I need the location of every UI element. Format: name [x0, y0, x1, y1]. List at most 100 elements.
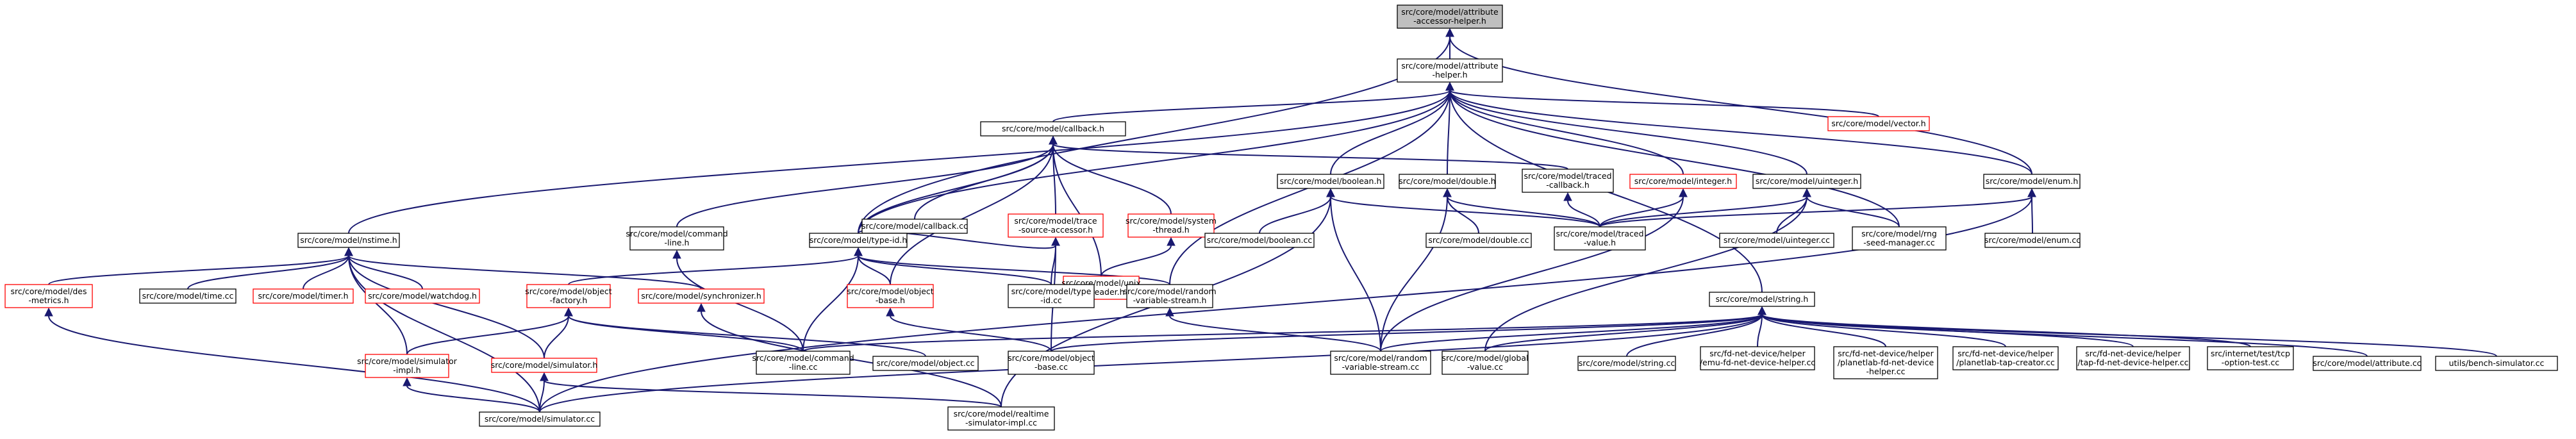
node-box[interactable]: [365, 288, 480, 304]
node-box[interactable]: [526, 284, 611, 308]
node-box[interactable]: [1204, 233, 1315, 248]
node-box[interactable]: [365, 354, 449, 378]
graph-node[interactable]: src/core/model/object.cc: [872, 356, 979, 371]
graph-node[interactable]: src/core/model/attribute-helper.h: [1397, 58, 1503, 83]
node-box[interactable]: [847, 284, 934, 308]
graph-node[interactable]: src/fd-net-device/helper/planetlab-tap-c…: [1952, 346, 2059, 370]
node-box[interactable]: [861, 219, 968, 234]
node-box[interactable]: [1700, 346, 1815, 370]
node-box[interactable]: [1833, 346, 1938, 379]
graph-node[interactable]: src/core/model/synchronizer.h: [638, 288, 765, 304]
graph-node[interactable]: src/core/model/realtime-simulator-impl.c…: [947, 406, 1055, 431]
node-box[interactable]: [638, 288, 765, 304]
graph-node[interactable]: src/core/model/des-metrics.h: [4, 284, 93, 308]
graph-node[interactable]: src/core/model/system-thread.h: [1126, 213, 1217, 238]
graph-node[interactable]: src/core/model/double.cc: [1425, 233, 1532, 248]
node-box[interactable]: [1983, 174, 2081, 189]
graph-node[interactable]: src/fd-net-device/helper/emu-fd-net-devi…: [1700, 346, 1815, 370]
graph-node[interactable]: src/core/model/boolean.h: [1277, 174, 1384, 189]
node-box[interactable]: [139, 288, 237, 304]
graph-node[interactable]: src/core/model/string.h: [1709, 292, 1815, 307]
node-box[interactable]: [1425, 233, 1532, 248]
graph-node[interactable]: src/core/model/timer.h: [253, 288, 354, 304]
graph-node[interactable]: src/core/model/simulator.cc: [479, 411, 601, 427]
graph-node[interactable]: src/core/model/random-variable-stream.cc: [1330, 351, 1431, 375]
node-box[interactable]: [1008, 284, 1095, 308]
graph-node[interactable]: src/core/model/enum.cc: [1984, 233, 2081, 248]
graph-node[interactable]: src/core/model/object-base.cc: [1008, 351, 1095, 375]
graph-node[interactable]: src/core/model/callback.cc: [861, 219, 968, 234]
graph-node[interactable]: src/core/model/attribute-accessor-helper…: [1397, 4, 1503, 29]
node-box[interactable]: [1127, 213, 1215, 238]
node-box[interactable]: [2313, 356, 2422, 371]
graph-node[interactable]: src/core/model/object-factory.h: [525, 284, 612, 308]
graph-node[interactable]: src/core/model/type-id.h: [809, 233, 908, 248]
graph-node[interactable]: src/core/model/double.h: [1399, 174, 1496, 189]
graph-node[interactable]: src/core/model/vector.h: [1827, 116, 1930, 131]
graph-node[interactable]: src/core/model/uinteger.cc: [1719, 233, 1834, 248]
graph-node[interactable]: src/core/model/integer.h: [1629, 174, 1737, 189]
node-box[interactable]: [1522, 169, 1614, 193]
node-box[interactable]: [479, 411, 601, 427]
node-box[interactable]: [1277, 174, 1384, 189]
node-box[interactable]: [253, 288, 354, 304]
node-box[interactable]: [1008, 213, 1104, 238]
node-box[interactable]: [1397, 4, 1503, 29]
graph-node[interactable]: src/core/model/traced-callback.h: [1522, 169, 1614, 193]
graph-node[interactable]: src/core/model/trace-source-accessor.h: [1008, 213, 1104, 238]
node-box[interactable]: [1442, 351, 1529, 375]
edge-line: [1599, 196, 1807, 228]
node-box[interactable]: [491, 358, 597, 373]
node-box[interactable]: [2435, 356, 2558, 371]
node-box[interactable]: [629, 226, 724, 251]
node-box[interactable]: [1577, 356, 1676, 371]
graph-node[interactable]: src/fd-net-device/helper/planetlab-fd-ne…: [1833, 346, 1938, 379]
graph-node[interactable]: src/core/model/rng-seed-manager.cc: [1852, 226, 1947, 251]
node-box[interactable]: [4, 284, 93, 308]
graph-node[interactable]: src/core/model/boolean.cc: [1204, 233, 1315, 248]
graph-node[interactable]: src/core/model/command-line.h: [626, 226, 728, 251]
graph-node[interactable]: utils/bench-simulator.cc: [2435, 356, 2558, 371]
node-box[interactable]: [756, 351, 851, 375]
graph-node[interactable]: src/core/model/callback.h: [980, 121, 1126, 137]
node-box[interactable]: [1126, 284, 1213, 308]
graph-node[interactable]: src/internet/test/tcp-option-test.cc: [2207, 346, 2294, 370]
node-box[interactable]: [1629, 174, 1737, 189]
graph-node[interactable]: src/core/model/traced-value.h: [1554, 226, 1646, 251]
arrow-head: [44, 307, 53, 317]
graph-node[interactable]: src/core/model/command-line.cc: [752, 351, 854, 375]
graph-node[interactable]: src/core/model/object-base.h: [847, 284, 934, 308]
node-box[interactable]: [1554, 226, 1646, 251]
node-box[interactable]: [1984, 233, 2081, 248]
node-box[interactable]: [872, 356, 979, 371]
node-box[interactable]: [947, 406, 1055, 431]
node-box[interactable]: [809, 233, 908, 248]
graph-node[interactable]: src/core/model/uinteger.h: [1752, 174, 1861, 189]
graph-node[interactable]: src/core/model/random-variable-stream.h: [1123, 284, 1217, 308]
graph-node[interactable]: src/core/model/global-value.cc: [1442, 351, 1529, 375]
node-box[interactable]: [1952, 346, 2059, 370]
graph-node[interactable]: src/core/model/type-id.cc: [1008, 284, 1095, 308]
node-box[interactable]: [1752, 174, 1861, 189]
node-box[interactable]: [1852, 226, 1947, 251]
node-box[interactable]: [1397, 58, 1503, 83]
graph-node[interactable]: src/core/model/attribute.cc: [2313, 356, 2422, 371]
node-box[interactable]: [1008, 351, 1095, 375]
graph-node[interactable]: src/core/model/enum.h: [1983, 174, 2081, 189]
graph-node[interactable]: src/core/model/string.cc: [1577, 356, 1676, 371]
graph-node[interactable]: src/core/model/simulator-impl.h: [357, 354, 458, 378]
graph-node[interactable]: src/core/model/time.cc: [139, 288, 237, 304]
node-box[interactable]: [1719, 233, 1834, 248]
graph-node[interactable]: src/core/model/nstime.h: [297, 233, 400, 248]
node-box[interactable]: [1827, 116, 1930, 131]
node-box[interactable]: [1330, 351, 1431, 375]
graph-node[interactable]: src/fd-net-device/helper/tap-fd-net-devi…: [2076, 346, 2190, 370]
node-box[interactable]: [2207, 346, 2294, 370]
node-box[interactable]: [1709, 292, 1815, 307]
graph-node[interactable]: src/core/model/simulator.h: [491, 358, 598, 373]
graph-node[interactable]: src/core/model/watchdog.h: [365, 288, 480, 304]
node-box[interactable]: [980, 121, 1126, 137]
node-box[interactable]: [2076, 346, 2190, 370]
node-box[interactable]: [297, 233, 400, 248]
node-box[interactable]: [1399, 174, 1496, 189]
